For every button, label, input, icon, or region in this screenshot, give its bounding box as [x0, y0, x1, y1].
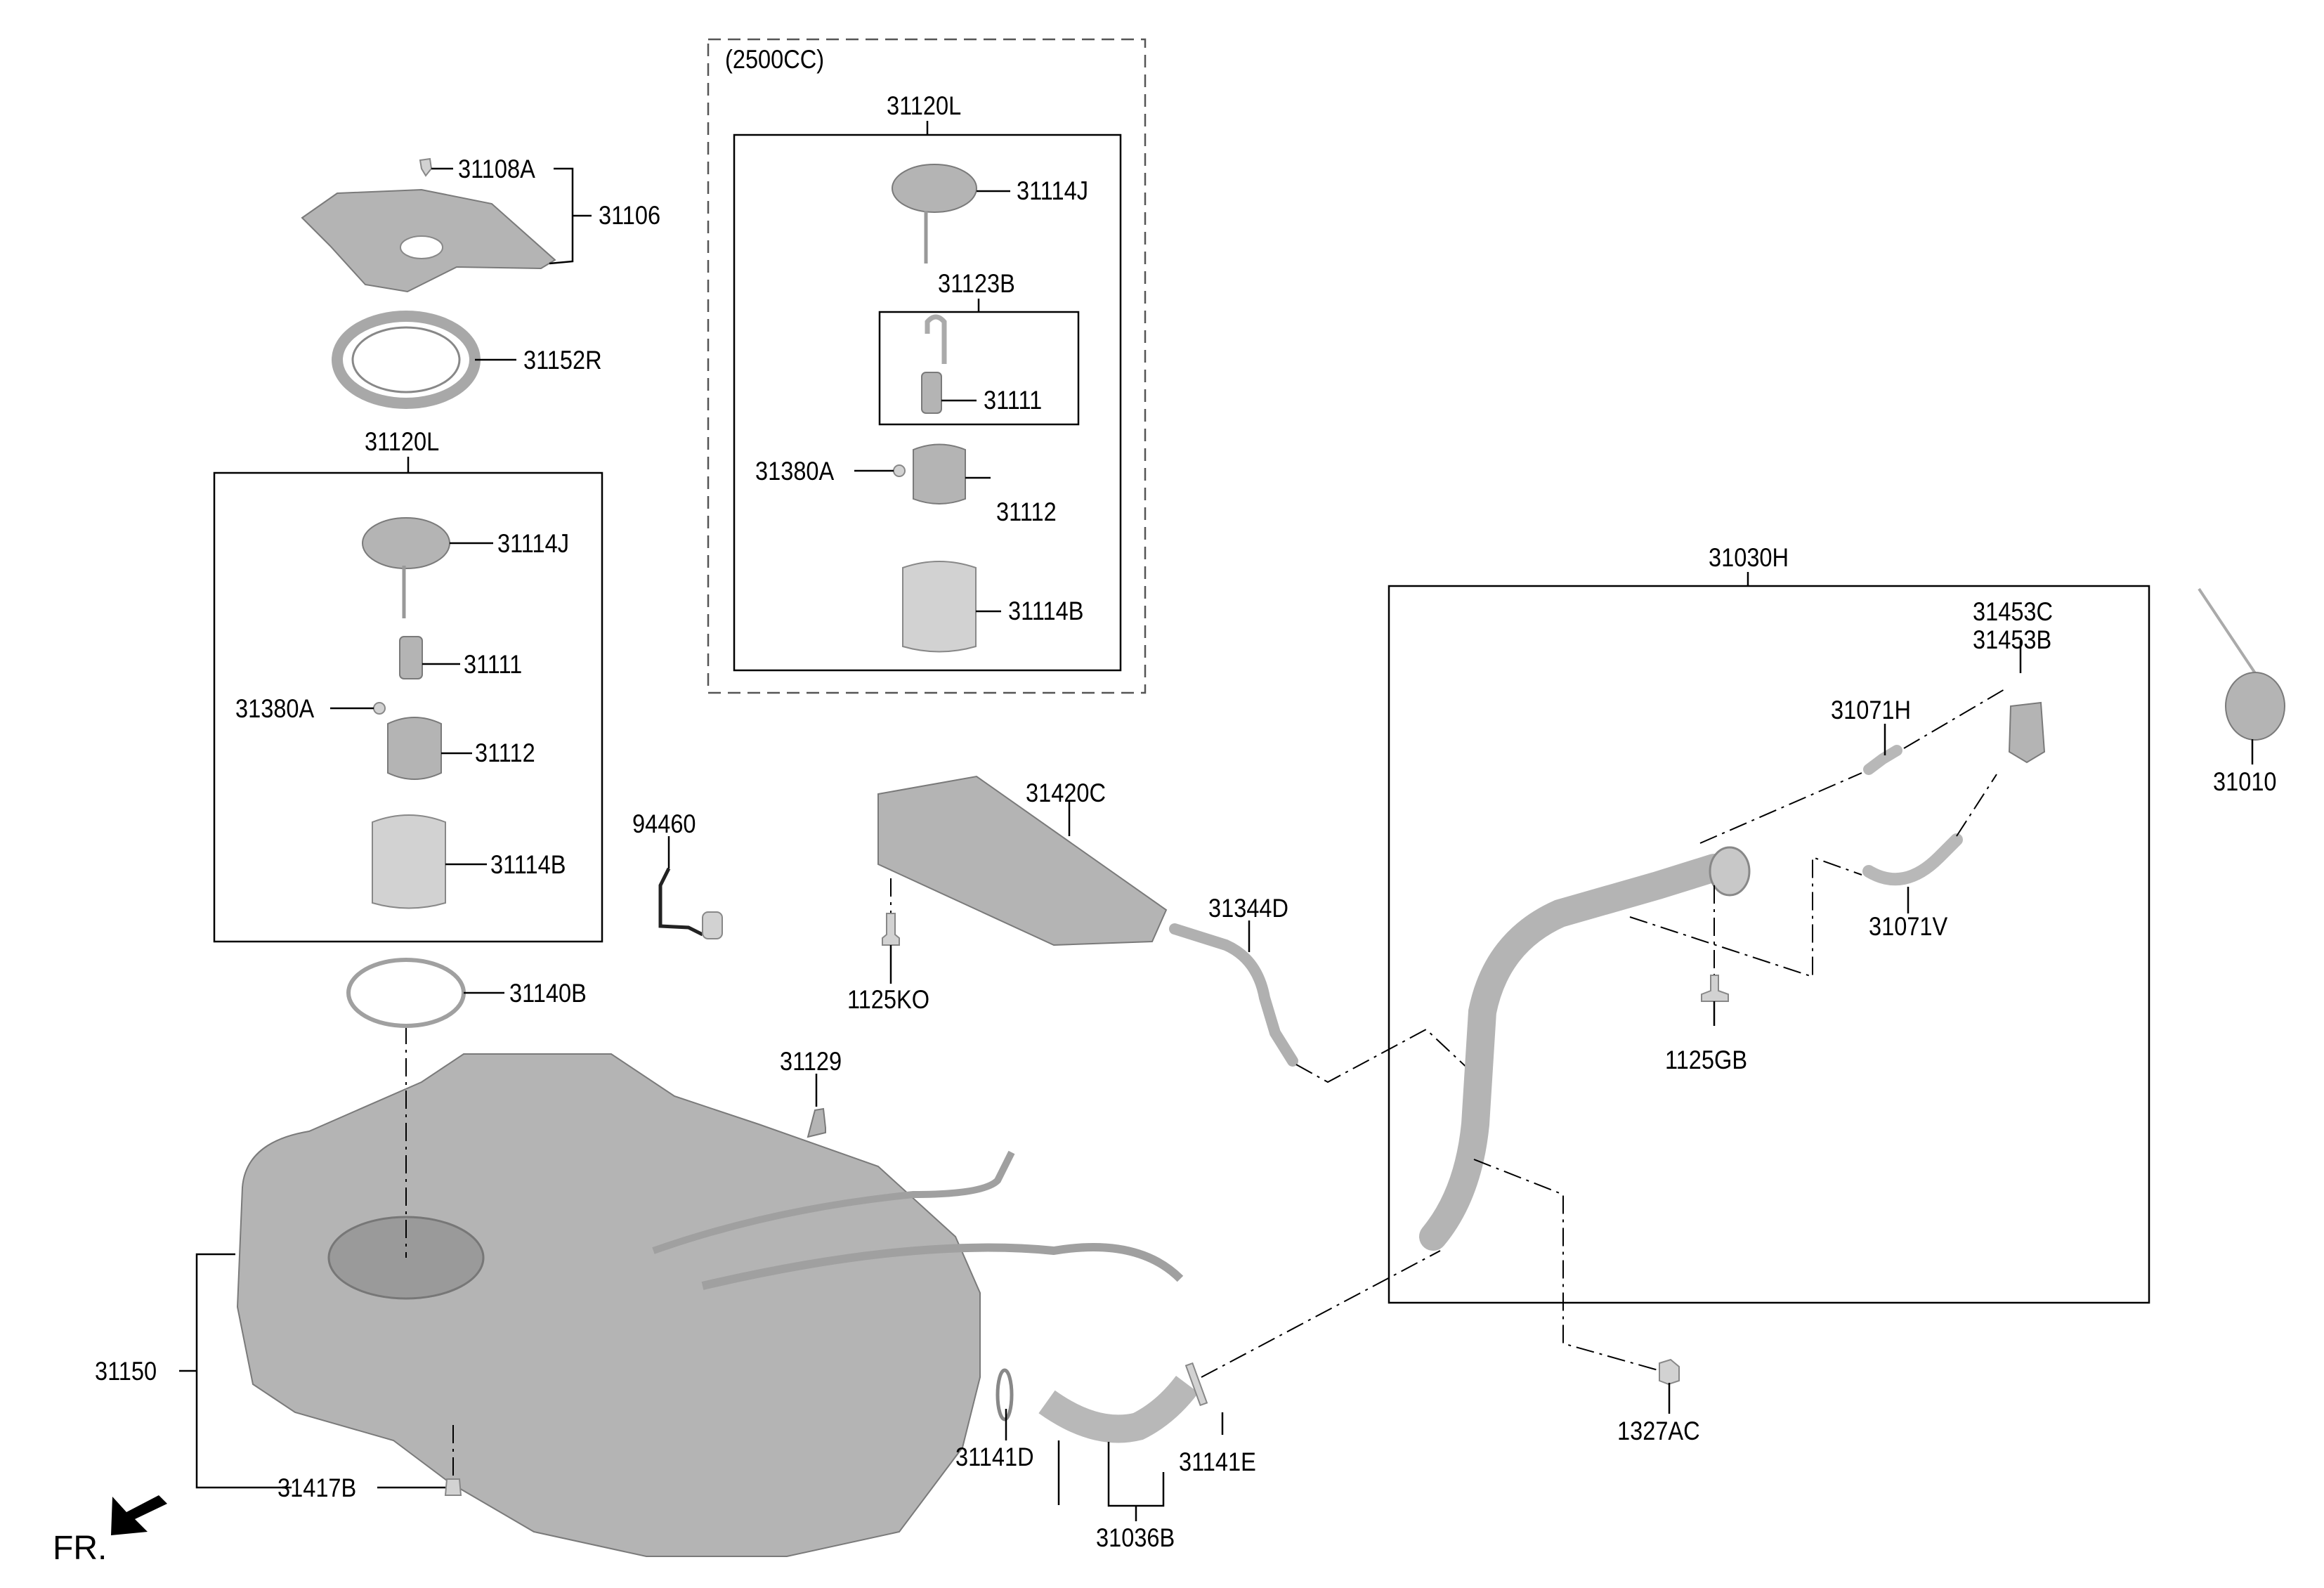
label-1327AC[interactable]: 1327AC [1617, 1417, 1700, 1445]
dash-31344D-to-filler [1295, 1028, 1483, 1083]
label-31380A-2500cc[interactable]: 31380A [755, 457, 835, 486]
clip-31380A-2500cc-part[interactable] [893, 464, 906, 477]
label-31420C[interactable]: 31420C [1026, 779, 1106, 807]
dash-filler-to-31071H [1699, 772, 1862, 844]
gasket-31140B-part[interactable] [346, 958, 466, 1028]
bracket-31036B [1107, 1442, 1165, 1507]
label-31010[interactable]: 31010 [2213, 767, 2277, 796]
dash-31141E-to-filler [1201, 1250, 1441, 1378]
label-31152R[interactable]: 31152R [523, 346, 602, 375]
label-31120L-base[interactable]: 31120L [365, 427, 440, 456]
box-31030H [1388, 585, 2150, 1304]
front-direction-label: FR. [53, 1530, 107, 1567]
hose-31071V-part[interactable] [1862, 833, 1963, 886]
protector-hole [400, 235, 443, 259]
label-31120L-2500cc[interactable]: 31120L [887, 91, 962, 120]
bracket-31106 [549, 167, 574, 265]
label-31106[interactable]: 31106 [599, 201, 661, 230]
label-31114B-2500cc[interactable]: 31114B [1008, 597, 1084, 625]
label-1125GB[interactable]: 1125GB [1665, 1046, 1748, 1074]
hose-31036B-part[interactable] [1038, 1375, 1199, 1443]
plug-31417B-part[interactable] [444, 1478, 462, 1496]
label-31129[interactable]: 31129 [780, 1047, 842, 1076]
label-31123B[interactable]: 31123B [938, 269, 1015, 298]
cap-tether [2198, 587, 2257, 675]
label-31141E[interactable]: 31141E [1179, 1447, 1256, 1476]
label-31453C[interactable]: 31453C [1973, 597, 2054, 626]
canister-31420C-part[interactable] [877, 775, 1168, 946]
tank-vent-line [652, 1150, 1015, 1254]
dashed-box-2500cc [707, 38, 1147, 694]
label-31140B[interactable]: 31140B [509, 979, 587, 1008]
fuel-tank-31150-part[interactable] [236, 1053, 981, 1557]
label-31111-2500cc[interactable]: 31111 [984, 386, 1043, 415]
label-31114J-2500cc[interactable]: 31114J [1017, 176, 1088, 205]
label-31112-2500cc[interactable]: 31112 [996, 497, 1057, 526]
label-31071H[interactable]: 31071H [1831, 696, 1912, 724]
label-31036B[interactable]: 31036B [1096, 1523, 1175, 1552]
dash-filler-to-31071V [1629, 856, 1862, 978]
lock-ring-part[interactable] [332, 311, 481, 409]
sensor-94460-part[interactable] [702, 911, 723, 939]
label-94460[interactable]: 94460 [632, 809, 696, 838]
label-31030H[interactable]: 31030H [1709, 543, 1789, 572]
nut-1327AC-part[interactable] [1659, 1358, 1680, 1386]
label-31112-base[interactable]: 31112 [475, 738, 535, 767]
box-31123B [878, 311, 1080, 426]
label-1125KO[interactable]: 1125KO [847, 985, 930, 1014]
hose-31344D-part[interactable] [1169, 923, 1298, 1067]
valve-31453-part[interactable] [2008, 701, 2046, 764]
filler-inlet [1709, 846, 1751, 897]
pump-31111-base-part[interactable] [399, 636, 423, 679]
bolt-1125KO-part[interactable] [882, 913, 900, 946]
dash-filler-to-1327AC [1473, 1159, 1659, 1371]
dash-31071V-to-valve [1956, 774, 1997, 837]
label-31150[interactable]: 31150 [95, 1357, 157, 1386]
clamp-31141E-part[interactable] [1184, 1362, 1208, 1407]
bracket-31114B-base-part[interactable] [372, 814, 446, 909]
label-31071V[interactable]: 31071V [1869, 912, 1948, 941]
flange-31114J-base-part[interactable] [362, 517, 450, 569]
bolt-1125GB-part[interactable] [1701, 975, 1729, 1002]
fuel-tube-2500cc [925, 314, 947, 364]
front-direction-arrow-icon [111, 1495, 167, 1535]
label-31114B-base[interactable]: 31114B [490, 850, 566, 879]
sensor-wire-94460 [658, 867, 704, 937]
label-31114J-base[interactable]: 31114J [497, 529, 569, 558]
pump-31111-2500cc-part[interactable] [921, 372, 942, 414]
reservoir-31112-2500cc-part[interactable] [913, 443, 966, 505]
label-31453B[interactable]: 31453B [1973, 625, 2052, 654]
flange-31114J-2500cc-part[interactable] [892, 164, 977, 213]
fuel-cap-31010-part[interactable] [2225, 672, 2285, 741]
label-31380A-base[interactable]: 31380A [235, 694, 315, 723]
tank-fuel-line [701, 1243, 1184, 1290]
label-31111-base[interactable]: 31111 [464, 650, 523, 679]
clamp-31141D-part[interactable] [995, 1368, 1014, 1421]
label-31417B[interactable]: 31417B [278, 1473, 357, 1502]
lock-ring-inner [351, 326, 461, 393]
label-31344D[interactable]: 31344D [1208, 894, 1289, 923]
variant-label-2500cc: (2500CC) [725, 45, 825, 74]
filler-neck-31030H-part[interactable] [1419, 854, 1728, 1251]
hose-31071H-part[interactable] [1863, 745, 1902, 775]
label-31108A[interactable]: 31108A [458, 155, 535, 183]
reservoir-31112-base-part[interactable] [387, 717, 442, 780]
dash-31071H-to-valve [1903, 688, 2006, 749]
label-31141D[interactable]: 31141D [955, 1443, 1034, 1471]
clip-31380A-base-part[interactable] [373, 702, 386, 715]
bracket-31129-part[interactable] [807, 1107, 826, 1138]
bracket-31114B-2500cc-part[interactable] [902, 561, 977, 653]
clip-31108A-part[interactable] [419, 157, 433, 177]
